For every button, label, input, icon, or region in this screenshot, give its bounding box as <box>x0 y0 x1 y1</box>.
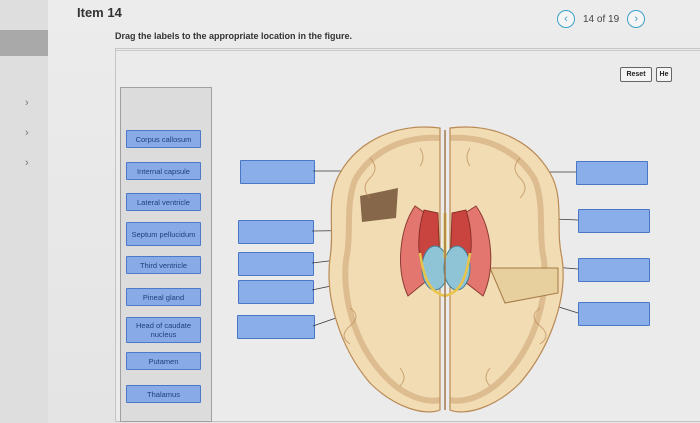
drop-target-left-2[interactable] <box>238 220 314 244</box>
left-rail-highlight <box>0 30 48 56</box>
drop-target-right-4[interactable] <box>578 302 650 326</box>
brain-figure <box>328 126 564 413</box>
drop-target-right-2[interactable] <box>578 209 650 233</box>
label-internal-capsule[interactable]: Internal capsule <box>126 162 201 180</box>
prev-item-button[interactable]: ‹ <box>557 10 575 28</box>
drop-target-right-3[interactable] <box>578 258 650 282</box>
label-septum-pellucidum[interactable]: Septum pellucidum <box>126 222 201 246</box>
chevron-right-icon[interactable]: › <box>25 157 29 169</box>
chevron-right-icon[interactable]: › <box>25 97 29 109</box>
label-thalamus[interactable]: Thalamus <box>126 385 201 403</box>
chevron-right-icon: › <box>634 13 638 25</box>
label-third-ventricle[interactable]: Third ventricle <box>126 256 201 274</box>
item-title: Item 14 <box>77 5 122 20</box>
pager-text: 14 of 19 <box>583 13 620 25</box>
left-hemisphere <box>328 126 441 413</box>
label-corpus-callosum[interactable]: Corpus callosum <box>126 130 201 148</box>
drop-target-left-3[interactable] <box>238 252 314 276</box>
item-navigation: ‹ 14 of 19 › <box>557 10 646 28</box>
label-lateral-ventricle[interactable]: Lateral ventricle <box>126 193 201 211</box>
help-button[interactable]: He <box>656 67 672 82</box>
instructions: Drag the labels to the appropriate locat… <box>115 31 353 41</box>
drop-target-left-1[interactable] <box>240 160 315 184</box>
label-putamen[interactable]: Putamen <box>126 352 201 370</box>
next-item-button[interactable]: › <box>627 10 646 28</box>
reset-button[interactable]: Reset <box>620 67 652 82</box>
label-head-of-caudate-nucleus[interactable]: Head of caudate nucleus <box>126 317 201 343</box>
divider <box>115 50 700 51</box>
drop-target-left-5[interactable] <box>237 315 315 339</box>
chevron-right-icon[interactable]: › <box>25 127 29 139</box>
drop-target-right-1[interactable] <box>576 161 648 185</box>
chevron-left-icon: ‹ <box>564 13 568 25</box>
drop-target-left-4[interactable] <box>238 280 314 304</box>
left-rail: › › › <box>0 0 48 423</box>
label-pineal-gland[interactable]: Pineal gland <box>126 288 201 306</box>
